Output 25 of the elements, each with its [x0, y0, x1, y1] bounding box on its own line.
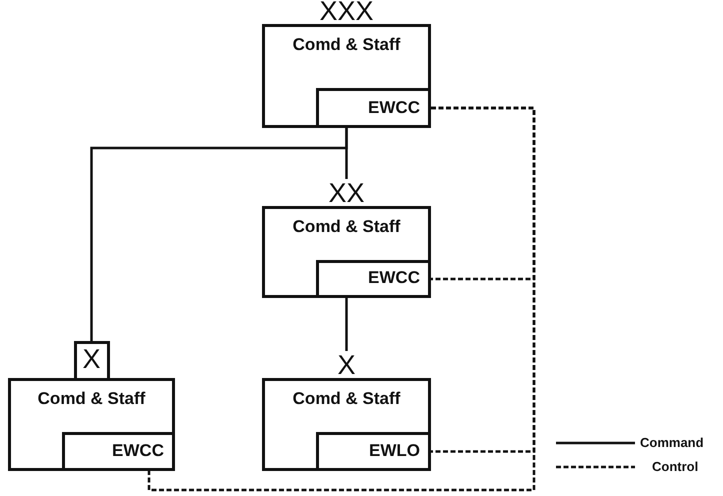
- unit-box: [262, 206, 431, 298]
- unit-label: EWCC: [368, 98, 420, 118]
- command-line: [90, 128, 348, 341]
- legend-label: Command: [640, 435, 704, 450]
- unit-label: Comd & Staff: [292, 217, 402, 237]
- unit-label: Comd & Staff: [292, 389, 402, 409]
- unit-label: EWCC: [368, 268, 420, 288]
- echelon-marker-box: X: [74, 341, 110, 378]
- unit-label: Comd & Staff: [292, 35, 402, 55]
- unit-label: EWLO: [369, 441, 420, 461]
- cell-box: [316, 432, 428, 468]
- unit-label: Comd & Staff: [36, 389, 146, 409]
- cell-box: [316, 88, 428, 125]
- echelon-marker: XXX: [318, 0, 375, 26]
- cell-box: [316, 260, 428, 295]
- unit-box: [262, 24, 431, 128]
- echelon-marker: XX: [327, 178, 366, 208]
- cell-box: [62, 432, 172, 468]
- control-line: [148, 106, 536, 492]
- unit-box: [262, 378, 431, 471]
- echelon-marker: X: [336, 350, 356, 380]
- unit-box: [8, 378, 175, 471]
- command-line: [345, 298, 348, 351]
- legend-label: Control: [652, 459, 698, 474]
- unit-label: EWCC: [112, 441, 164, 461]
